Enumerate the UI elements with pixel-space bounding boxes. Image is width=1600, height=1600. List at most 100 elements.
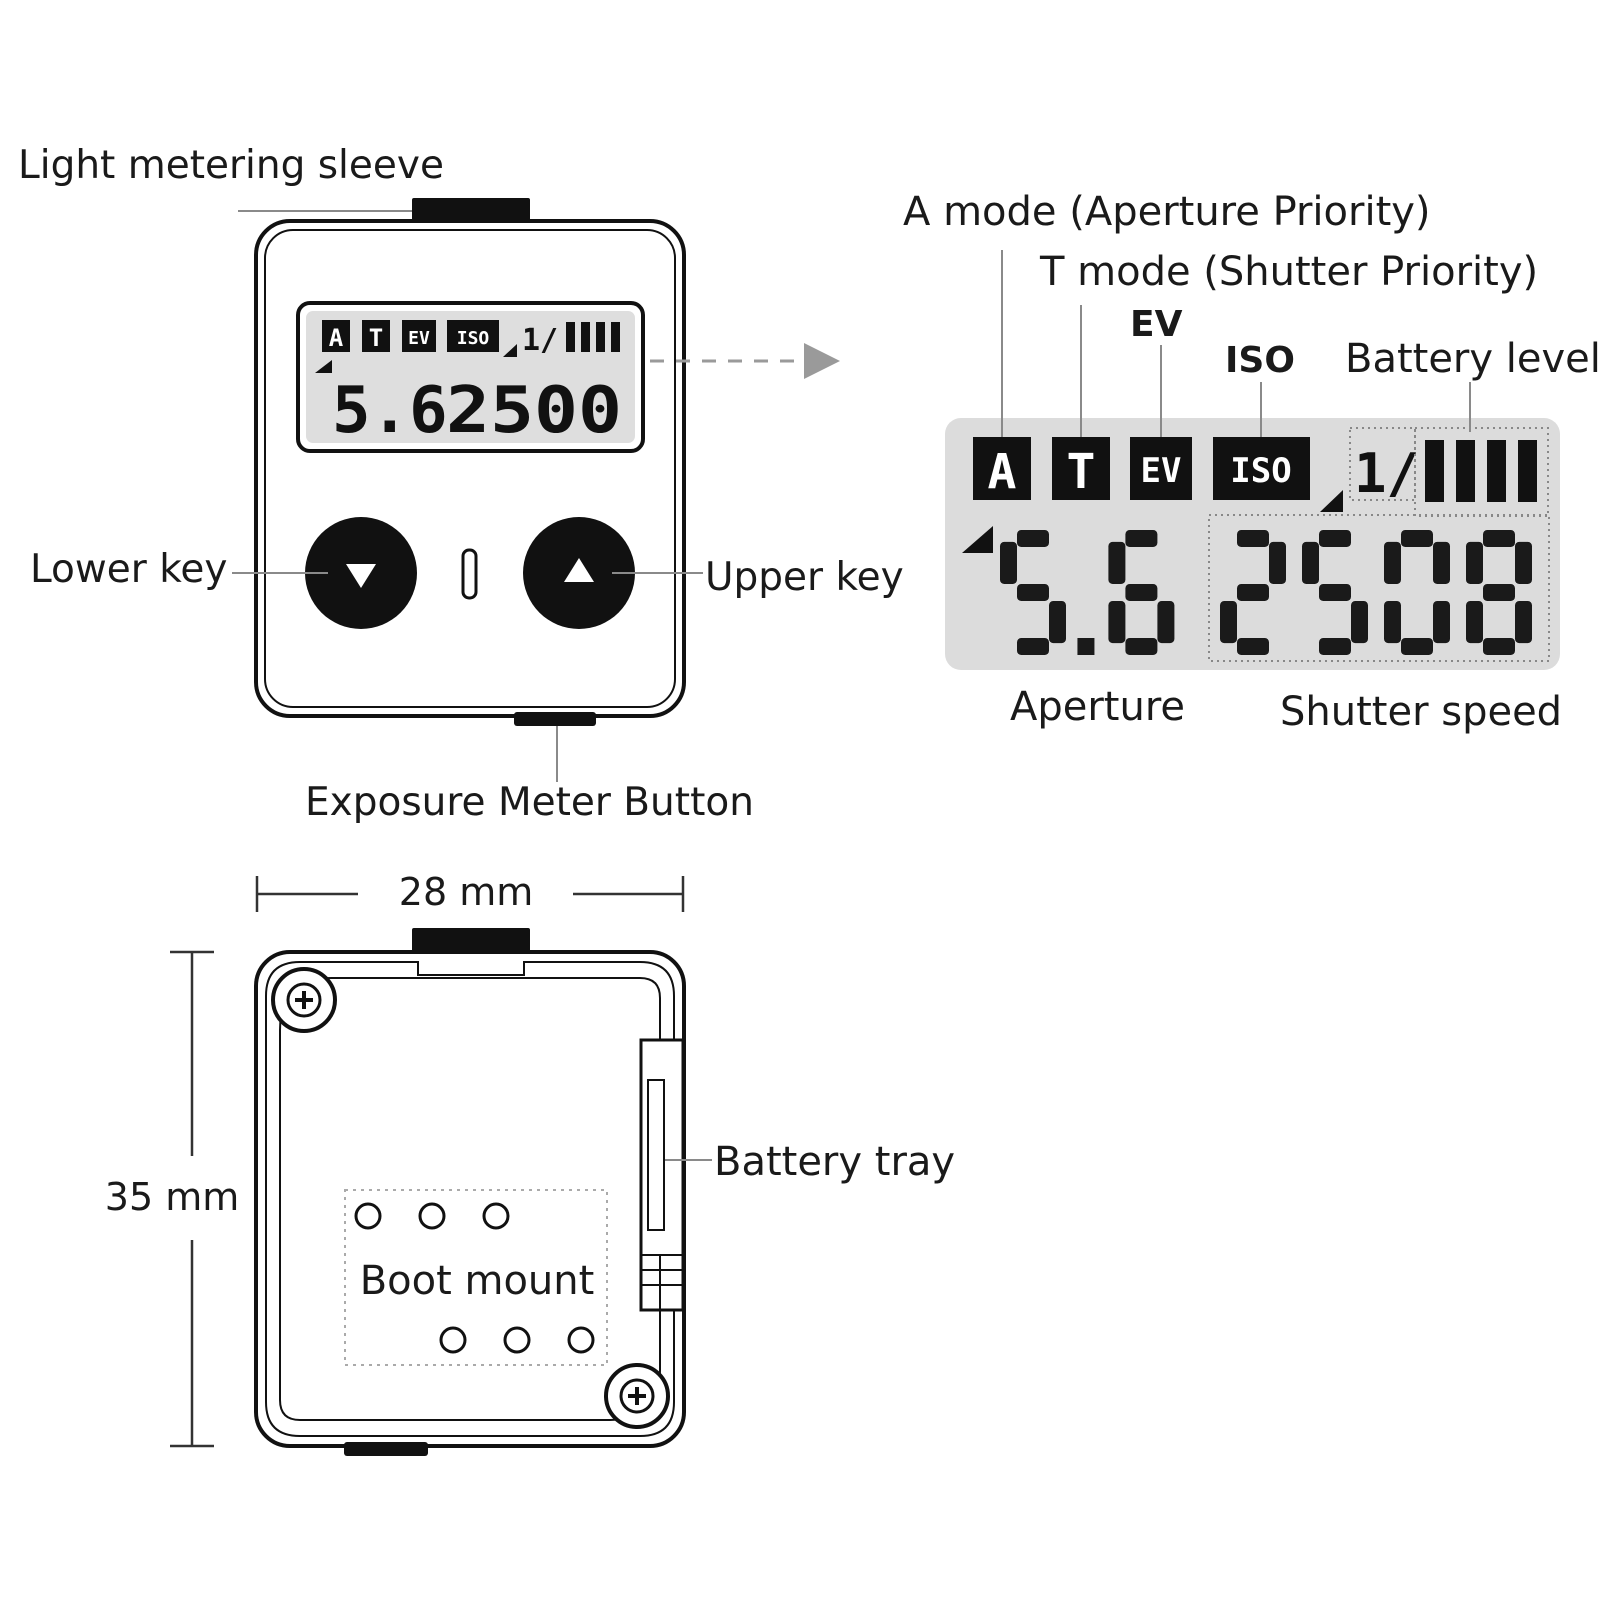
lcd-segment: [1466, 601, 1483, 644]
boot-mount-hole: [354, 1202, 382, 1230]
lcd-segment: [1049, 601, 1066, 644]
shutter-speed-label: Shutter speed: [1280, 689, 1562, 735]
lcd-segment: [1125, 638, 1158, 655]
small-lcd-battery-bars: [566, 322, 620, 352]
lcd-segment: [1017, 584, 1049, 601]
front-view: A T EV ISO 1/ 5.6 2500 Light metering sl…: [18, 143, 904, 825]
width-dimension-label: 28 mm: [399, 870, 533, 914]
light-metering-sleeve-label: Light metering sleeve: [18, 143, 444, 188]
lcd-detail-a-box: [973, 437, 1031, 500]
lcd-segment: [1017, 530, 1049, 547]
battery-level-bars: [1425, 440, 1537, 502]
small-lcd-marker-right: [503, 344, 517, 357]
lcd-segment: [1384, 601, 1401, 644]
down-triangle-icon: [346, 564, 376, 588]
small-battery-bar: [596, 322, 605, 352]
small-lcd-aperture: 5.6: [332, 374, 448, 448]
lcd-segment: [1483, 584, 1515, 601]
lcd-segment: [1401, 638, 1433, 655]
fraction-dotted-box: [1349, 427, 1416, 501]
small-lcd-t-box: [362, 320, 390, 352]
boot-mount-hole: [439, 1326, 467, 1354]
small-battery-bar: [581, 322, 590, 352]
lcd-detail-a: A: [988, 444, 1017, 500]
small-lcd-iso-box: [447, 320, 499, 352]
small-lcd-ev: EV: [408, 328, 430, 349]
screw-bottom-right: [604, 1363, 670, 1429]
lcd-segment: [1157, 601, 1175, 644]
small-battery-bar: [566, 322, 575, 352]
battery-tray[interactable]: [639, 1038, 685, 1312]
exposure-meter-button[interactable]: [514, 712, 596, 726]
iso-label: ISO: [1225, 340, 1295, 381]
lcd-detail-t-box: [1052, 437, 1110, 500]
lcd-detail-marker-left: [962, 526, 993, 553]
lcd-detail-fraction: 1/: [1354, 442, 1419, 505]
lcd-segment: [1319, 530, 1351, 547]
lcd-segment: [1237, 584, 1269, 601]
battery-level-label: Battery level: [1345, 336, 1600, 382]
device-body-outer: [254, 219, 686, 718]
shutter-digits: [1220, 530, 1532, 655]
lcd-segment: [1483, 638, 1515, 655]
lcd-segment: [1108, 601, 1126, 644]
small-lcd-marker-left: [315, 360, 332, 373]
lcd-detail: A T EV ISO 1/ A mode (Aperture Priority)…: [903, 189, 1600, 735]
lcd-segment: [1515, 601, 1532, 644]
back-button-bottom: [344, 1442, 428, 1456]
boot-mount-hole: [482, 1202, 510, 1230]
back-body-inner-outline: [265, 961, 675, 1437]
aperture-digits: [1000, 530, 1175, 655]
ev-label: EV: [1130, 304, 1183, 345]
lcd-segment: [1466, 541, 1483, 584]
small-lcd-ev-box: [402, 320, 436, 352]
lcd-segment: [1108, 541, 1126, 584]
lcd-segment: [1319, 584, 1351, 601]
small-lcd-iso: ISO: [457, 328, 490, 349]
lcd-decimal-point: [1077, 638, 1095, 655]
battery-bar: [1456, 440, 1475, 502]
lcd-segment: [1384, 541, 1401, 584]
back-view: 28 mm 35 mm: [105, 870, 955, 1456]
aperture-label: Aperture: [1010, 684, 1185, 730]
lcd-detail-iso: ISO: [1230, 451, 1291, 491]
lcd-segment: [1220, 601, 1237, 644]
lcd-segment: [1483, 530, 1515, 547]
small-battery-bar: [611, 322, 620, 352]
lcd-segment: [1237, 530, 1269, 547]
boot-mount-area: [344, 1189, 608, 1366]
height-dimension-label: 35 mm: [105, 1175, 239, 1219]
battery-bar: [1518, 440, 1537, 502]
battery-bar: [1425, 440, 1444, 502]
battery-tray-label: Battery tray: [714, 1139, 955, 1185]
boot-mount-hole: [567, 1326, 595, 1354]
lcd-segment: [1515, 541, 1532, 584]
t-mode-label: T mode (Shutter Priority): [1039, 249, 1538, 295]
small-lcd-shutter: 2500: [446, 374, 622, 448]
up-triangle-icon: [564, 558, 594, 582]
small-lcd-a-box: [322, 320, 350, 352]
small-lcd-t: T: [369, 324, 383, 352]
lcd-segment: [1401, 530, 1433, 547]
back-sleeve-top: [412, 928, 530, 956]
boot-mount-hole: [418, 1202, 446, 1230]
lcd-segment: [1237, 638, 1269, 655]
lcd-segment: [1433, 541, 1450, 584]
screw-top-left: [271, 967, 337, 1033]
small-lcd-a: A: [329, 324, 344, 352]
boot-mount-hole: [503, 1326, 531, 1354]
boot-mount-label: Boot mount: [360, 1258, 595, 1304]
lcd-segment: [1125, 530, 1158, 547]
lcd-detail-t: T: [1067, 444, 1096, 500]
lcd-segment: [1125, 584, 1158, 601]
lcd-detail-iso-box: [1213, 437, 1310, 500]
lcd-segment: [1000, 541, 1017, 584]
lcd-segment: [1017, 638, 1049, 655]
lcd-segment: [1319, 638, 1351, 655]
lcd-segment: [1351, 601, 1368, 644]
lcd-segment: [1269, 541, 1286, 584]
lcd-segment: [1433, 601, 1450, 644]
upper-key-label: Upper key: [705, 555, 904, 600]
a-mode-label: A mode (Aperture Priority): [903, 189, 1431, 235]
